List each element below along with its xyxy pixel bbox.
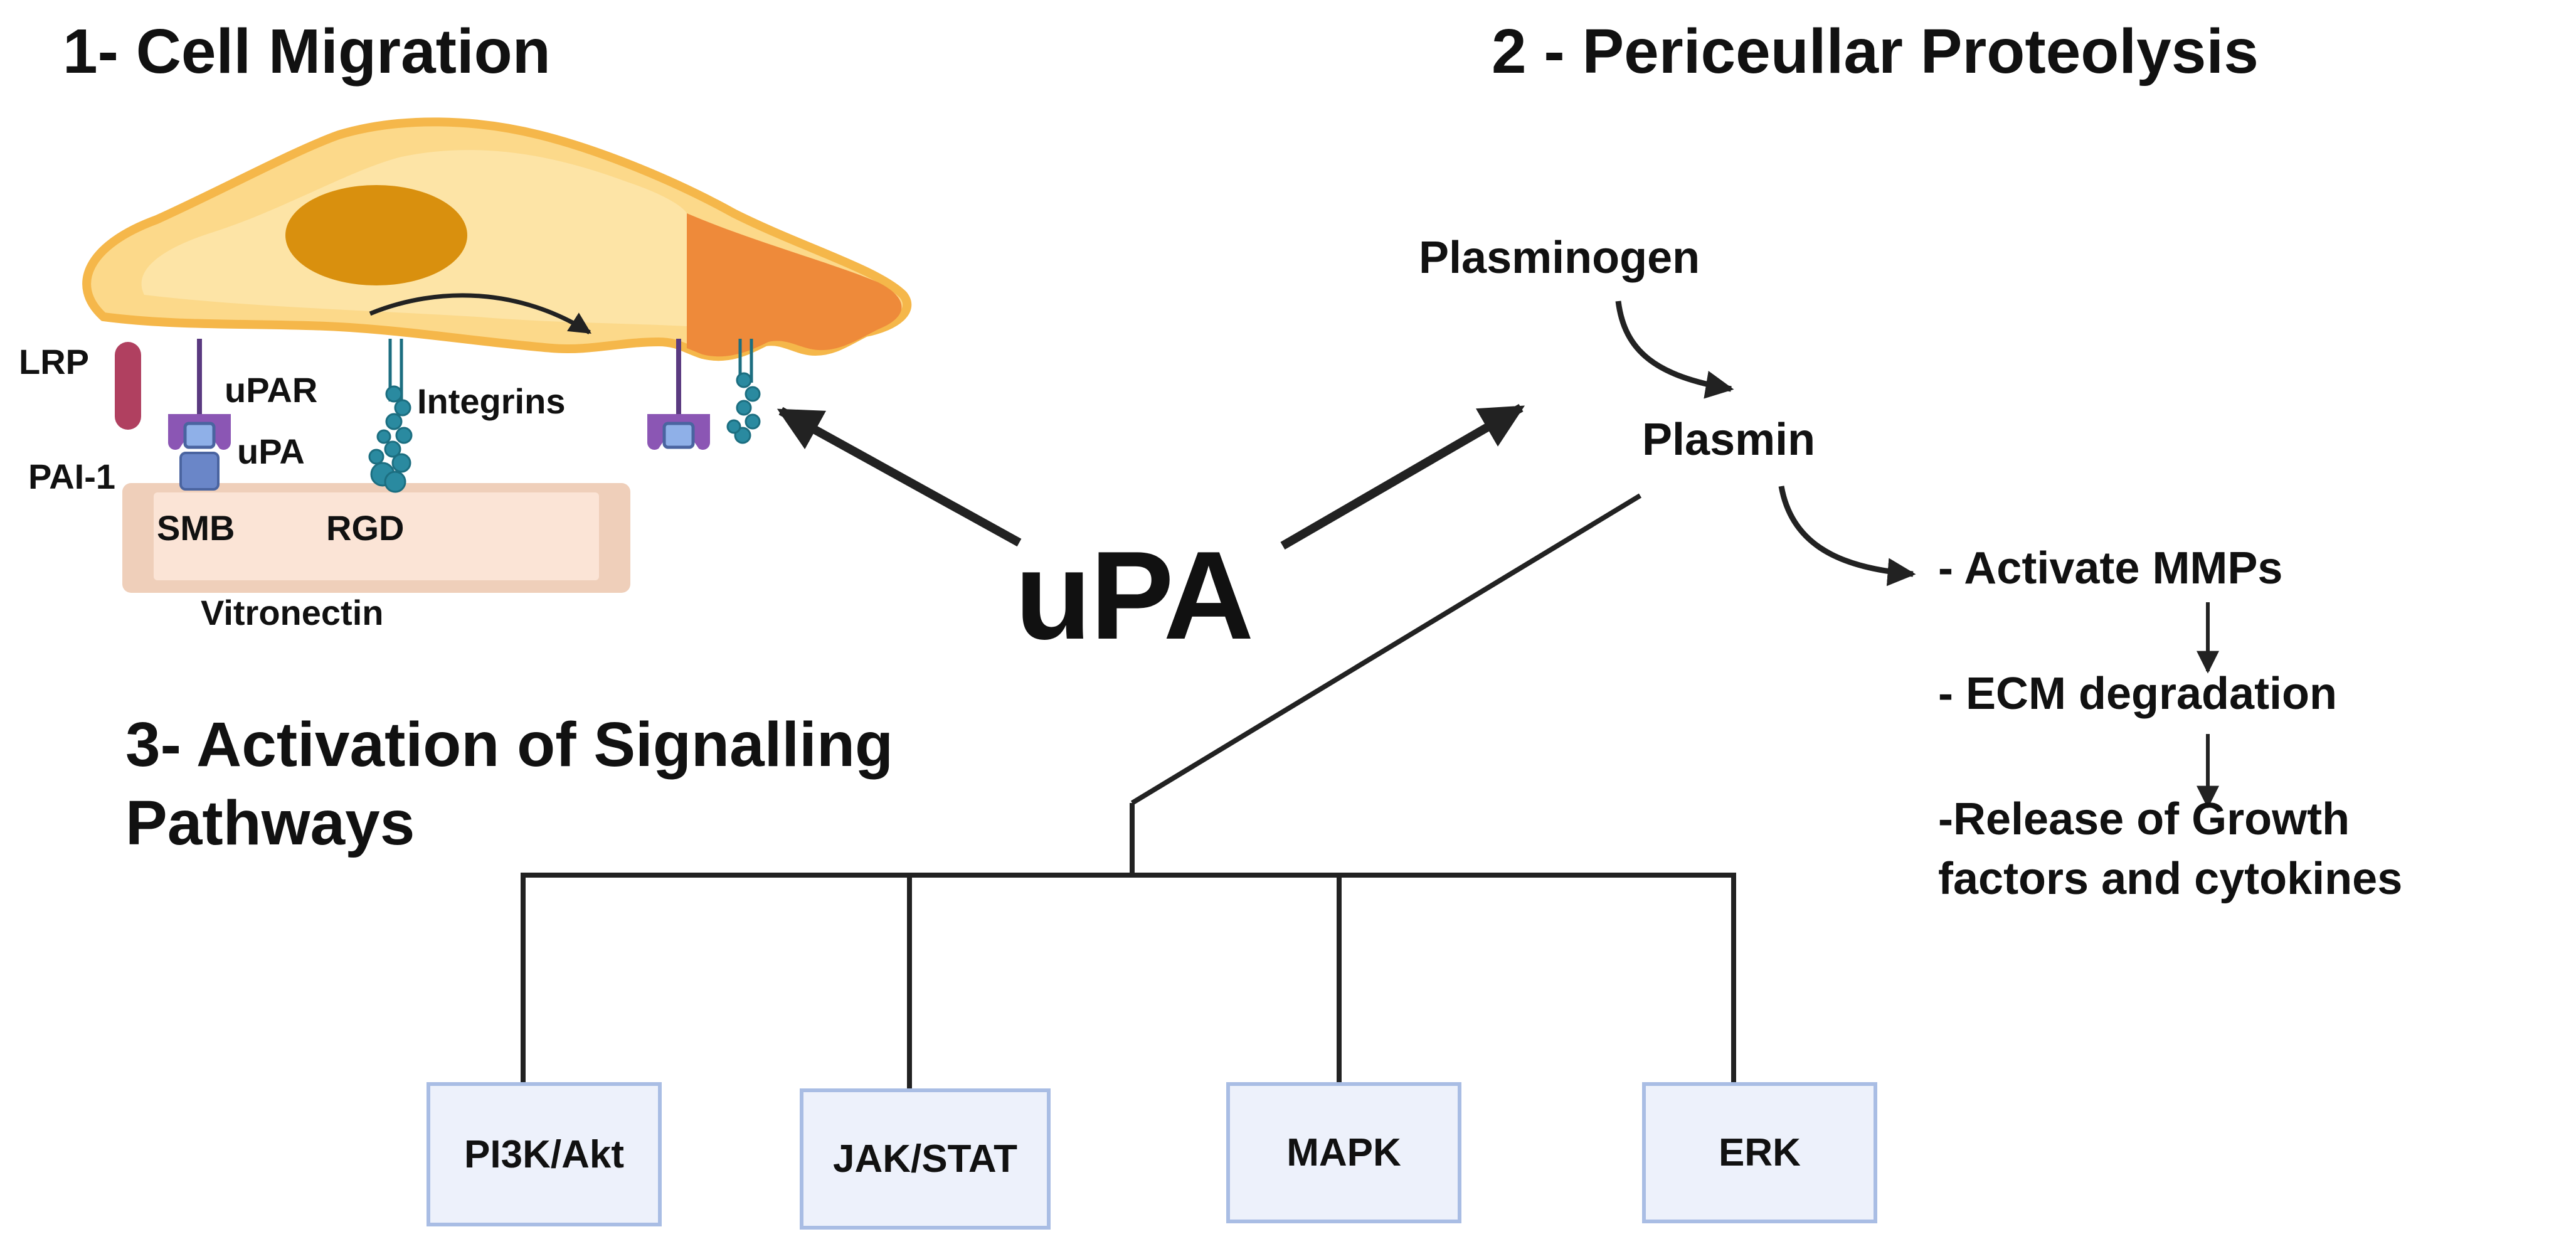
pathway-box-erk: ERK — [1642, 1082, 1877, 1223]
label-upar: uPAR — [225, 370, 318, 410]
label-lrp: LRP — [19, 342, 89, 381]
label-rgd: RGD — [326, 508, 405, 548]
heading-proteolysis: 2 - Periceullar Proteolysis — [1492, 16, 2259, 87]
pathway-box-mapk: MAPK — [1226, 1082, 1461, 1223]
pai1-molecule — [179, 452, 220, 491]
arrow-plasminogen-to-plasmin — [1615, 300, 1734, 399]
integrin-right — [726, 372, 761, 444]
heading-signalling-line1: 3- Activation of Signalling — [125, 710, 894, 780]
integrin-left — [368, 385, 413, 493]
label-smb: SMB — [157, 508, 235, 548]
nucleus — [285, 185, 467, 285]
pathway-box-jak-stat: JAK/STAT — [800, 1088, 1051, 1230]
label-plasmin: Plasmin — [1642, 415, 1816, 465]
signalling-tree — [521, 493, 1736, 1088]
label-vitronectin: Vitronectin — [201, 593, 384, 632]
lrp-receptor — [115, 342, 141, 430]
label-plasminogen: Plasminogen — [1419, 233, 1700, 283]
arrow-plasmin-to-effects — [1778, 486, 1916, 587]
heading-cell-migration: 1- Cell Migration — [63, 16, 551, 87]
effect-ecm-degradation: - ECM degradation — [1938, 669, 2338, 719]
migration-arrow — [369, 293, 591, 334]
center-upa-label: uPA — [1015, 526, 1254, 666]
label-integrins: Integrins — [417, 381, 566, 421]
heading-signalling-line2: Pathways — [125, 788, 415, 858]
arrow-upa-to-proteolysis — [1280, 403, 1525, 550]
arrow-upa-to-migration — [777, 407, 1022, 547]
upa-molecule — [183, 422, 216, 449]
label-upa-cell: uPA — [237, 432, 305, 471]
effect-release-line2: factors and cytokines — [1938, 854, 2403, 904]
pathway-box-pi3k-akt: PI3K/Akt — [427, 1082, 662, 1226]
label-pai1: PAI-1 — [28, 457, 115, 496]
cell-leading-edge — [687, 213, 902, 357]
effect-release-line1: -Release of Growth — [1938, 794, 2350, 844]
effect-activate-mmps: - Activate MMPs — [1938, 543, 2283, 593]
